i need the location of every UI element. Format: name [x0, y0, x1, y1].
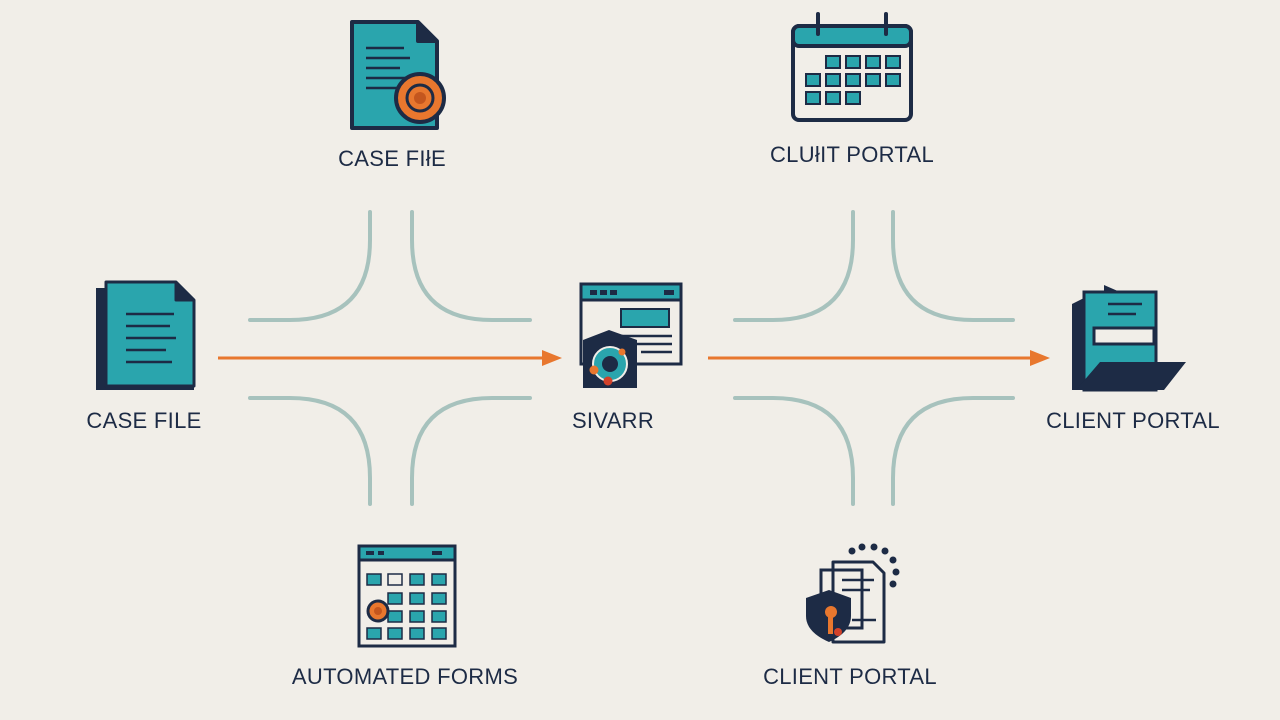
- connector-curve: [733, 396, 855, 506]
- document-with-seal-icon: [350, 20, 446, 130]
- node-label-top-right: CLUłIT PORTAL: [769, 142, 935, 167]
- dashboard-window-icon: [579, 282, 683, 388]
- calendar-icon: [791, 12, 913, 122]
- node-label-left: CASE FILE: [86, 408, 202, 433]
- arrow-left-to-center: [218, 350, 562, 366]
- node-label-bottom-left: AUTOMATED FORMS: [291, 664, 519, 689]
- folder-icon: [1072, 285, 1186, 392]
- calendar-grid-icon: [357, 544, 457, 648]
- node-label-right: CLIENT PORTAL: [1046, 408, 1220, 433]
- connector-curve: [733, 210, 855, 322]
- connector-curve: [891, 210, 1015, 322]
- connector-curve: [891, 396, 1015, 506]
- connector-curve: [410, 396, 532, 506]
- connector-curve: [248, 210, 372, 322]
- connector-curve: [410, 210, 532, 322]
- right-junction-connectors: [733, 210, 1015, 506]
- left-junction-connectors: [248, 210, 532, 506]
- arrow-center-to-right: [708, 350, 1050, 366]
- node-label-top-left: CASE FIłE: [338, 146, 446, 171]
- node-label-bottom-right: CLIENT PORTAL: [763, 664, 937, 689]
- node-label-center: SIVARR: [571, 408, 655, 433]
- document-icon: [96, 280, 196, 390]
- shield-document-icon: [806, 543, 900, 644]
- connector-curve: [248, 396, 372, 506]
